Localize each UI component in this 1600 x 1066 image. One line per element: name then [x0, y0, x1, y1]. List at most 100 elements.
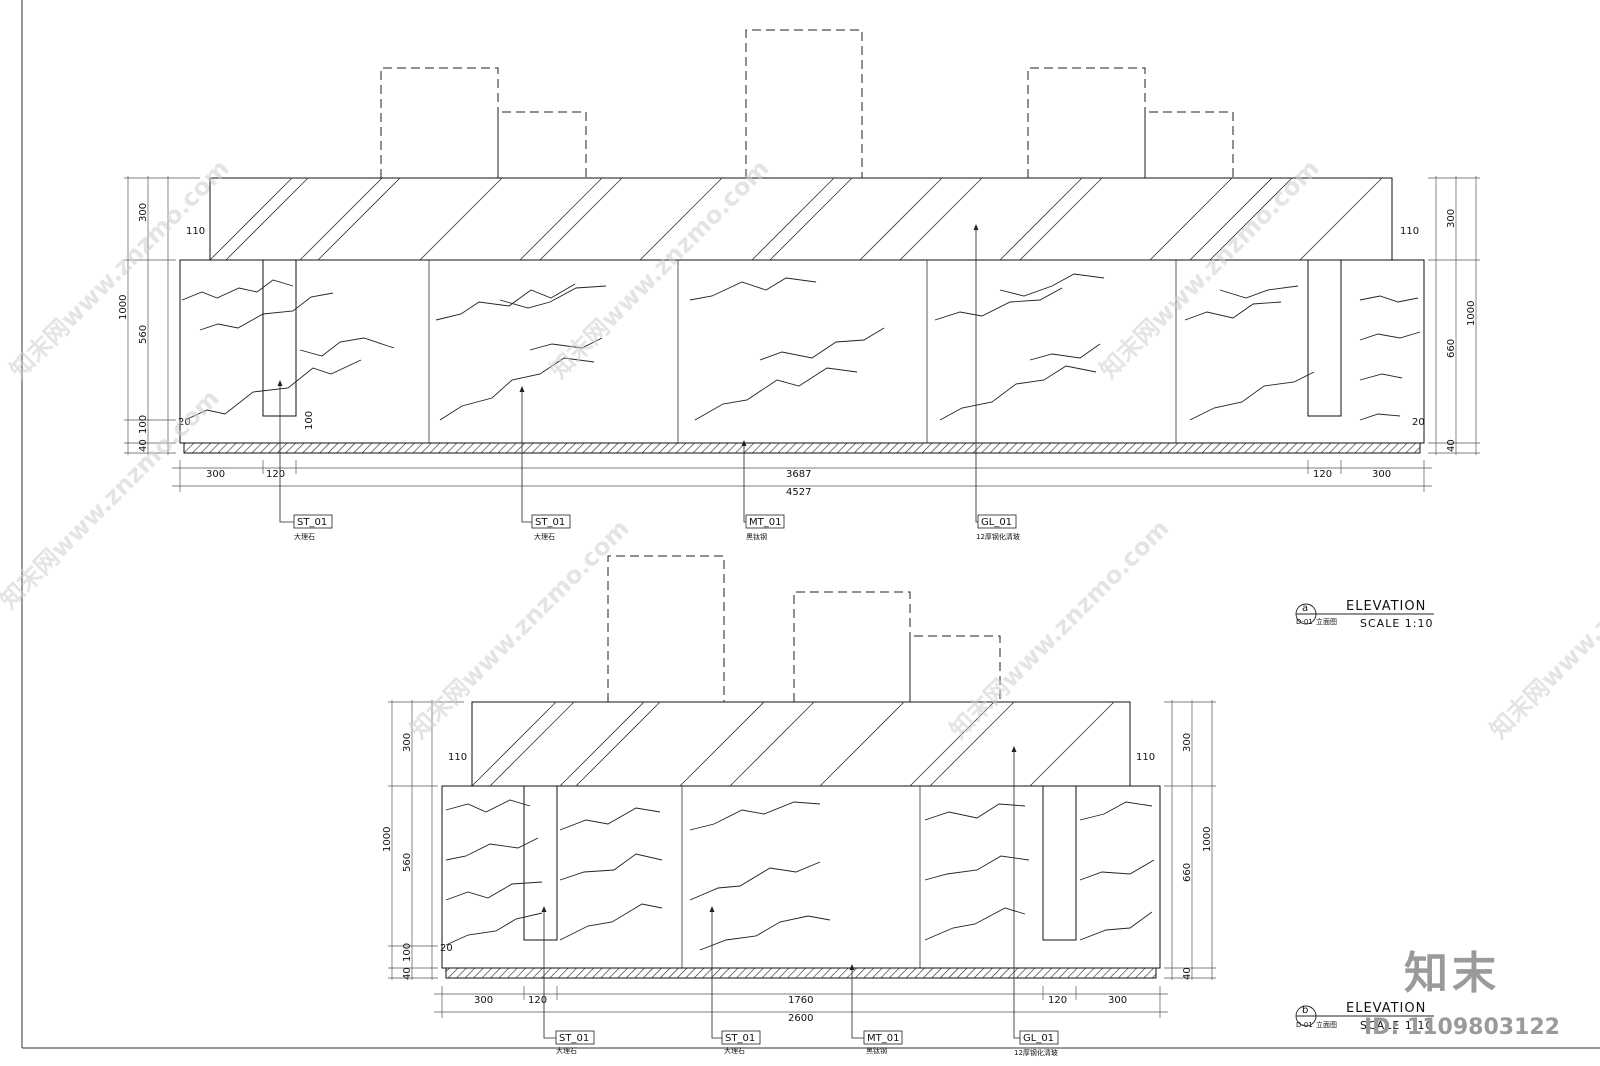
pilaster-right-b	[1042, 785, 1077, 941]
mark-ref: D-01	[1296, 618, 1313, 626]
material-tag-gl01-a: GL_01 12厚钢化清玻	[976, 514, 1020, 541]
dim-560-left: 560	[402, 853, 413, 872]
tag-label: 黑钛钢	[746, 532, 767, 541]
brand-logo: 知末	[1404, 948, 1500, 999]
dim-1000-right: 1000	[1202, 827, 1213, 852]
material-tag-st01-a2: ST_01 大理石	[531, 514, 571, 541]
elevation-scale: SCALE 1:10	[1360, 617, 1433, 630]
tag-code: MT_01	[867, 1033, 899, 1044]
dimension-texts-a: 300 110 1000 560 100 40 20 100 110 300 1…	[118, 203, 1477, 498]
leaders-a	[279, 230, 978, 523]
leader-arrows-b	[541, 746, 1017, 970]
material-tag-mt01-b: MT_01 黑钛钢	[863, 1030, 903, 1055]
dim-560-left: 560	[138, 325, 149, 344]
base-plinth-b	[445, 967, 1157, 979]
dim-660-right: 660	[1182, 863, 1193, 882]
tag-code: ST_01	[535, 517, 565, 528]
watermark-text: 知末网www.znzmo.com	[1094, 154, 1324, 384]
dashed-outlines-b	[607, 555, 1001, 702]
dim-4527-bottom: 4527	[786, 487, 811, 498]
dim-660-right: 660	[1446, 339, 1457, 358]
marble-veins-a	[181, 273, 1421, 421]
dim-120-bottom-right: 120	[1048, 995, 1067, 1006]
tag-code: GL_01	[981, 517, 1012, 528]
base-plinth-a	[183, 442, 1421, 454]
dim-300-bottom-right: 300	[1372, 469, 1391, 480]
material-tag-st01-a1: ST_01 大理石	[293, 514, 333, 541]
marble-veins-b	[445, 799, 1155, 951]
dim-110-left: 110	[448, 752, 467, 763]
dimension-lines-b	[388, 700, 1216, 1018]
dim-110-right: 110	[1400, 226, 1419, 237]
leader-arrows-a	[277, 224, 979, 446]
dim-100-left: 100	[138, 415, 149, 434]
mark-ref-label: 立面图	[1316, 1020, 1337, 1029]
dim-1000-left: 1000	[382, 827, 393, 852]
tag-code: GL_01	[1023, 1033, 1054, 1044]
mark-ref: D-01	[1296, 1021, 1313, 1029]
watermark-text: 知末网www.znzmo.com	[544, 154, 774, 384]
panel-joints-a	[428, 260, 1177, 443]
brand-id: ID: 1109803122	[1364, 1015, 1560, 1040]
dim-2600-bottom: 2600	[788, 1013, 813, 1024]
dim-40-right: 40	[1446, 439, 1457, 452]
panel-joints-b	[681, 786, 921, 968]
dimension-lines-a	[124, 176, 1480, 492]
elevation-b: 300 110 1000 560 100 40 20 110 300 1000 …	[382, 555, 1434, 1057]
dim-1760-bottom: 1760	[788, 995, 813, 1006]
dashed-outlines-a	[380, 29, 1234, 178]
pilaster-left-b	[523, 785, 558, 941]
dim-120-bottom-left: 120	[528, 995, 547, 1006]
dim-20-right: 20	[1412, 417, 1425, 428]
elevation-title: ELEVATION	[1346, 1001, 1426, 1016]
tag-label: 12厚钢化清玻	[1014, 1048, 1058, 1057]
mark-letter: a	[1302, 603, 1308, 614]
material-tag-gl01-b: GL_01 12厚钢化清玻	[1014, 1030, 1059, 1057]
tag-label: 黑钛钢	[866, 1046, 887, 1055]
brand-corner: 知末 ID: 1109803122	[1364, 948, 1560, 1040]
tag-label: 12厚钢化清玻	[976, 532, 1020, 541]
material-tag-st01-b2: ST_01 大理石	[721, 1030, 761, 1055]
dim-1000-right: 1000	[1466, 301, 1477, 326]
dim-40-right: 40	[1182, 967, 1193, 980]
tag-code: ST_01	[725, 1033, 755, 1044]
dimension-texts-b: 300 110 1000 560 100 40 20 110 300 1000 …	[382, 733, 1213, 1024]
glass-hatch-b	[471, 701, 1115, 787]
dim-40-left: 40	[402, 967, 413, 980]
mark-ref-label: 立面图	[1316, 617, 1337, 626]
tag-code: MT_01	[749, 517, 781, 528]
material-tag-mt01-a: MT_01 黑钛钢	[745, 514, 785, 541]
tag-label: 大理石	[556, 1046, 577, 1055]
dim-300-bottom-right: 300	[1108, 995, 1127, 1006]
dim-100-pilaster: 100	[304, 411, 315, 430]
watermark-text: 知末网www.znzmo.com	[1484, 514, 1600, 744]
dim-300-top-right: 300	[1182, 733, 1193, 752]
dim-1000-left: 1000	[118, 295, 129, 320]
mark-letter: b	[1302, 1005, 1308, 1016]
elevation-title: ELEVATION	[1346, 599, 1426, 614]
material-tag-st01-b1: ST_01 大理石	[555, 1030, 595, 1055]
dim-300-bottom-left: 300	[206, 469, 225, 480]
dim-110-left: 110	[186, 226, 205, 237]
dim-300-top-right: 300	[1446, 209, 1457, 228]
watermark-text: 知末网www.znzmo.com	[944, 514, 1174, 744]
dim-110-right: 110	[1136, 752, 1155, 763]
tag-label: 大理石	[294, 532, 315, 541]
glass-hatch-a	[209, 177, 1383, 261]
watermark-text: 知末网www.znzmo.com	[0, 384, 225, 614]
tag-code: ST_01	[559, 1033, 589, 1044]
dim-3687-bottom: 3687	[786, 469, 811, 480]
watermark-text: 知末网www.znzmo.com	[4, 154, 234, 384]
dim-20-left: 20	[178, 417, 191, 428]
leaders-b	[543, 752, 1020, 1039]
dim-100-left: 100	[402, 943, 413, 962]
pilaster-left-a	[262, 259, 297, 417]
dim-120-bottom-left: 120	[266, 469, 285, 480]
watermark-text: 知末网www.znzmo.com	[404, 514, 634, 744]
dim-20-left: 20	[440, 943, 453, 954]
dim-300-bottom-left: 300	[474, 995, 493, 1006]
dim-300-top-left: 300	[402, 733, 413, 752]
elevation-mark-a: a D-01 立面图 ELEVATION SCALE 1:10	[1295, 599, 1434, 630]
tag-code: ST_01	[297, 517, 327, 528]
